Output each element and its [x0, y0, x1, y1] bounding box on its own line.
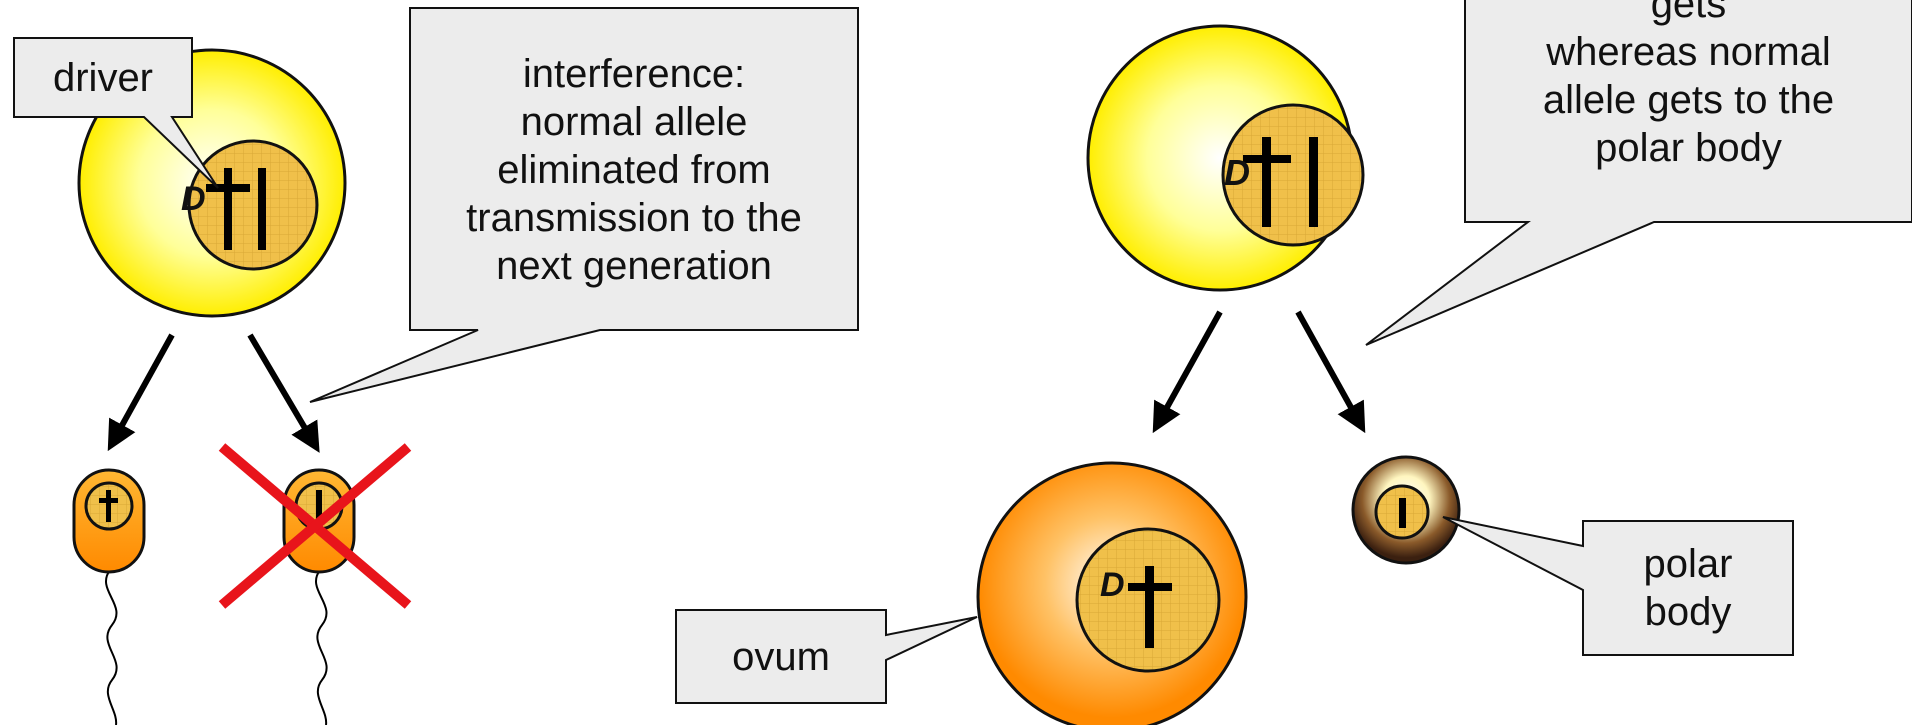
interference-line: normal allele — [520, 100, 748, 144]
driver-allele-label: D — [181, 180, 206, 218]
arrow-icon — [107, 333, 175, 452]
male-nucleus — [187, 139, 319, 271]
interference-line: transmission to the — [466, 196, 802, 240]
normal-chromosome-icon — [1309, 137, 1318, 227]
driver-chromosome-icon — [206, 168, 250, 250]
interference-line: eliminated from — [497, 148, 771, 192]
driver-allele-label: D — [1224, 152, 1250, 193]
polar-body-line: polar — [1643, 542, 1733, 586]
ovum-callout-box — [675, 609, 978, 704]
normal-chromosome-icon — [258, 168, 266, 250]
driver-chromosome-icon — [1128, 566, 1172, 648]
preferential-line: whereas normal — [1546, 30, 1831, 74]
interference-callout-text: interference: normal allele eliminated f… — [410, 30, 858, 310]
female-germ-cell — [1086, 24, 1365, 292]
arrow-icon — [1152, 310, 1223, 434]
driver-allele-label: D — [1100, 566, 1125, 604]
preferential-line: allele gets to the — [1542, 78, 1835, 122]
driver-callout-text: driver — [52, 55, 154, 100]
sperm-driver — [72, 468, 146, 725]
arrow-icon — [1295, 310, 1366, 434]
driver-chromosome-icon — [1243, 137, 1291, 227]
driver-callout-box — [13, 37, 219, 189]
polar-body-callout-text: polar body — [1583, 521, 1793, 655]
preferential-line: gets — [1650, 0, 1727, 26]
interference-line: next generation — [496, 244, 772, 288]
polar-body-cell — [1351, 455, 1461, 565]
preferential-callout-text: gets whereas normal allele gets to the p… — [1465, 0, 1912, 176]
interference-line: interference: — [522, 52, 746, 96]
ovum-callout-text: ovum — [732, 634, 830, 679]
polar-body-line: body — [1644, 590, 1732, 634]
red-x-icon — [218, 443, 412, 609]
sperm-tail-icon — [104, 569, 118, 725]
arrow-icon — [247, 333, 320, 453]
sperm-tail-icon — [314, 569, 328, 725]
preferential-line: polar body — [1595, 126, 1782, 170]
interference-callout-box — [309, 7, 859, 403]
polar-body-callout-box — [1442, 516, 1794, 656]
ovum-cell — [976, 461, 1248, 725]
preferential-callout-box — [1365, 0, 1912, 346]
